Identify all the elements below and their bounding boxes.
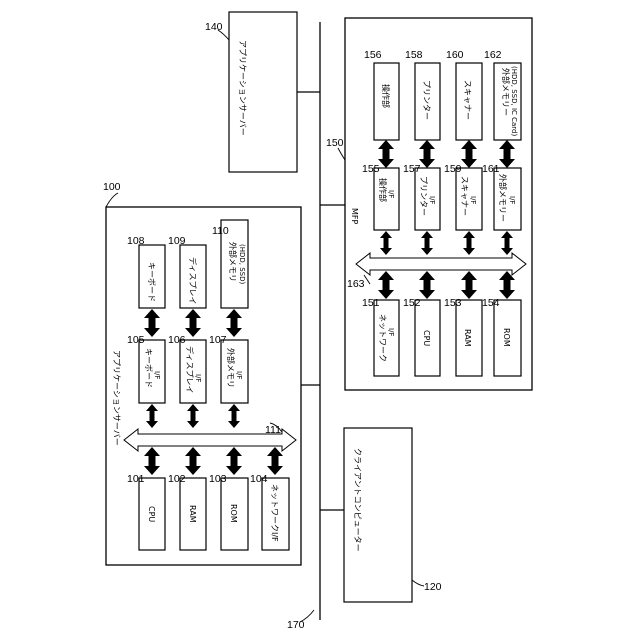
ref-mfp-ram: 153 — [444, 297, 462, 309]
ref-rom: 103 — [209, 473, 227, 485]
mfp-ext-memory-label-2: (HDD, SSD, IC Card) — [510, 66, 518, 137]
server-title: アプリケーションサーバー — [112, 350, 121, 446]
keyboard-if-label-1: キーボード — [144, 348, 153, 388]
ref-app-server: 140 — [205, 21, 223, 33]
mfp-ext-memory-if-label-2: I/F — [508, 196, 516, 204]
ref-client: 120 — [424, 581, 442, 593]
client-120: クライアントコンピューター 120 — [344, 428, 442, 602]
ref-bus: 111 — [265, 424, 281, 436]
ref-mfp-bus: 163 — [347, 278, 365, 290]
mfp-ram-label: RAM — [463, 329, 472, 347]
ref-operation-if: 155 — [362, 163, 380, 175]
operation-unit-label: 操作部 — [381, 84, 391, 108]
mfp-ext-memory-if-label-1: 外部メモリー — [498, 174, 508, 222]
scanner-label: スキャナー — [463, 80, 472, 120]
ref-printer: 158 — [405, 49, 423, 61]
scanner-if-label-1: スキャナー — [460, 176, 469, 216]
ref-cpu: 101 — [127, 473, 145, 485]
printer-label: プリンター — [422, 80, 431, 120]
ref-scanner-if: 159 — [444, 163, 462, 175]
ref-mfp-rom: 154 — [482, 297, 500, 309]
ref-mfp-ext-memory: 162 — [484, 49, 502, 61]
mfp-leader — [338, 148, 345, 160]
app-server-140: アプリケーションサーバー 140 — [205, 12, 297, 172]
printer-if-label-2: I/F — [428, 196, 436, 204]
mfp-rom-label: ROM — [502, 328, 511, 347]
mfp-ext-memory-label-1: 外部メモリー — [501, 68, 511, 116]
ref-ext-memory: 110 — [212, 225, 229, 237]
network-line — [297, 22, 345, 620]
ref-server: 100 — [103, 181, 121, 193]
ext-memory-if-label-1: 外部メモリ — [226, 348, 236, 388]
ref-ext-memory-if: 107 — [209, 334, 227, 346]
mfp-cpu-label: CPU — [422, 330, 431, 346]
ref-ram: 102 — [168, 473, 186, 485]
rom-label: ROM — [229, 504, 238, 523]
network-if-label: ネットワークI/F — [270, 484, 279, 542]
ref-operation-unit: 156 — [364, 49, 382, 61]
ref-mfp-ext-memory-if: 161 — [482, 163, 500, 175]
mfp-network-if-label-2: I/F — [387, 328, 395, 336]
ref-network-if: 104 — [250, 473, 268, 485]
display-if-label-1: ディスプレイ — [185, 346, 195, 393]
printer-if-label-1: プリンター — [419, 176, 428, 216]
ref-mfp-network-if: 151 — [362, 297, 380, 309]
keyboard-label: キーボード — [147, 262, 156, 302]
mfp-150: 150 MFP 操作部 156 プリンター 158 スキャナー 160 外部メモ… — [326, 18, 532, 390]
ref-mfp-cpu: 152 — [403, 297, 421, 309]
display-label: ディスプレイ — [188, 257, 198, 304]
ext-memory-if-label-2: I/F — [235, 371, 243, 379]
ref-scanner: 160 — [446, 49, 464, 61]
ref-display-if: 106 — [168, 334, 186, 346]
ref-network: 170 — [287, 619, 305, 631]
server-100: 100 アプリケーションサーバー キーボード 108 ディスプレイ 109 外部… — [103, 181, 301, 565]
ext-memory-label-1: 外部メモリ — [228, 242, 238, 282]
ref-printer-if: 157 — [403, 163, 421, 175]
operation-if-label-2: I/F — [387, 190, 395, 198]
ref-keyboard-if: 105 — [127, 334, 145, 346]
keyboard-if-label-2: I/F — [153, 371, 161, 379]
server-leader — [106, 193, 118, 207]
mfp-title: MFP — [350, 208, 359, 225]
display-if-label-2: I/F — [194, 374, 202, 382]
client-leader — [412, 580, 424, 586]
mfp-network-if-label-1: ネットワーク — [378, 314, 387, 362]
scanner-if-label-2: I/F — [469, 196, 477, 204]
ref-display: 109 — [168, 235, 186, 247]
app-server-label: アプリケーションサーバー — [238, 40, 247, 136]
ram-label: RAM — [188, 505, 197, 523]
client-label: クライアントコンピューター — [353, 448, 362, 552]
cpu-label: CPU — [147, 506, 156, 522]
operation-if-label-1: 操作部 — [378, 178, 388, 202]
ext-memory-label-2: (HDD, SSD) — [238, 244, 246, 285]
ref-keyboard: 108 — [127, 235, 145, 247]
ref-mfp: 150 — [326, 137, 344, 149]
